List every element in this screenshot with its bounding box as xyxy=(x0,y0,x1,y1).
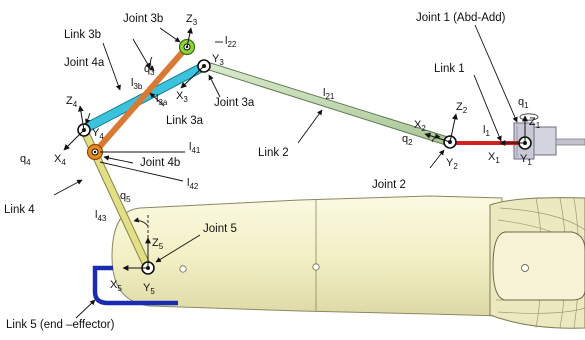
label-l21: l21 xyxy=(323,87,335,101)
label-l22: l22 xyxy=(225,35,237,49)
label-joint5: Joint 5 xyxy=(203,223,237,235)
label-q3: q3 xyxy=(144,63,155,77)
end-effector xyxy=(92,265,178,306)
label-link3a: Link 3a xyxy=(166,115,204,127)
label-joint3b: Joint 3b xyxy=(123,13,163,25)
label-joint2: Joint 2 xyxy=(372,179,406,191)
label-l42: l42 xyxy=(187,177,199,191)
label-x1: X1 xyxy=(488,151,500,165)
label-y1: Y1 xyxy=(520,153,532,167)
label-z1: Z1 xyxy=(529,116,541,130)
label-joint1: Joint 1 (Abd-Add) xyxy=(416,12,506,24)
label-z5: Z5 xyxy=(152,237,164,251)
label-z2: Z2 xyxy=(456,101,468,115)
arm-body xyxy=(111,195,503,317)
label-l3a: l3a xyxy=(156,93,168,107)
label-y2: Y2 xyxy=(446,157,458,171)
label-y4: Y4 xyxy=(92,127,104,141)
label-x2: X2 xyxy=(414,119,426,133)
label-x5: X5 xyxy=(110,279,122,293)
link3b xyxy=(92,45,190,154)
label-link2: Link 2 xyxy=(258,147,289,159)
label-x3: X3 xyxy=(176,90,188,104)
label-joint4b: Joint 4b xyxy=(140,157,180,169)
label-link1: Link 1 xyxy=(434,63,465,75)
joint4b-marker xyxy=(86,143,104,161)
label-link3b: Link 3b xyxy=(64,29,101,41)
label-z4: Z4 xyxy=(66,95,78,109)
frame4-axes xyxy=(63,105,85,151)
hand-model xyxy=(489,197,585,329)
label-y5: Y5 xyxy=(143,282,155,296)
frame3-axes xyxy=(180,27,205,89)
joint2-marker xyxy=(443,135,457,149)
label-x4: X4 xyxy=(54,153,66,167)
label-q1: q1 xyxy=(518,96,529,110)
label-l41: l41 xyxy=(189,141,201,155)
label-joint3a: Joint 3a xyxy=(214,97,255,109)
label-joint4a: Joint 4a xyxy=(64,57,105,69)
label-z3: Z3 xyxy=(186,13,198,27)
label-q5: q5 xyxy=(120,190,131,204)
label-link5: Link 5 (end –effector) xyxy=(6,319,115,331)
label-y3: Y3 xyxy=(212,53,224,67)
angle-arcs xyxy=(133,56,441,268)
label-q4: q4 xyxy=(20,153,31,167)
label-l43: l43 xyxy=(95,209,107,223)
frame1-axes xyxy=(499,115,528,146)
leader-lines xyxy=(53,24,518,319)
label-q2: q2 xyxy=(402,133,413,147)
label-link4: Link 4 xyxy=(4,204,35,216)
label-l3b: l3b xyxy=(131,77,143,91)
label-l1: l1 xyxy=(483,124,490,138)
